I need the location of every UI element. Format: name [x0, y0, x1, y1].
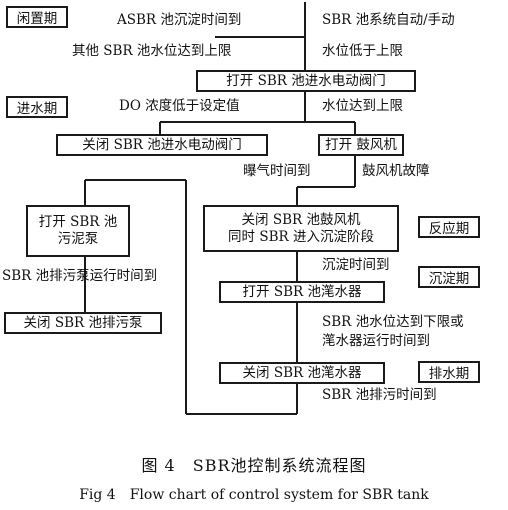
phase-reaction: 反应期	[418, 216, 480, 238]
condition-settling-time-reached: 沉淀时间到	[322, 257, 390, 273]
condition-aeration-time-reached: 曝气时间到	[243, 163, 311, 179]
condition-sludge-pump-time-reached: SBR 池排污泵运行时间到	[2, 268, 158, 284]
box-open-inlet-valve: 打开 SBR 池进水电动阀门	[196, 70, 416, 92]
box-close-decanter: 关闭 SBR 池滗水器	[219, 362, 385, 384]
condition-level-lower-or-1: SBR 池水位达到下限或	[322, 314, 464, 330]
box-close-sludge-pump-label: 关闭 SBR 池排污泵	[23, 314, 143, 331]
condition-sbr-discharge-time-reached: SBR 池排污时间到	[322, 387, 437, 403]
figure-caption-english: Fig 4 Flow chart of control system for S…	[79, 487, 429, 503]
condition-level-below-upper: 水位低于上限	[322, 43, 403, 59]
condition-level-lower-or-2: 滗水器运行时间到	[322, 333, 430, 349]
box-open-decanter: 打开 SBR 池滗水器	[219, 281, 385, 303]
condition-sbr-auto-manual: SBR 池系统自动/手动	[322, 12, 455, 28]
box-close-decanter-label: 关闭 SBR 池滗水器	[242, 364, 362, 381]
condition-other-sbr-level-upper: 其他 SBR 池水位达到上限	[72, 43, 232, 59]
box-open-blower: 打开 鼓风机	[318, 134, 404, 156]
box-open-inlet-valve-label: 打开 SBR 池进水电动阀门	[226, 72, 386, 89]
box-close-blower: 关闭 SBR 池鼓风机 同时 SBR 进入沉淀阶段	[203, 205, 399, 252]
box-close-inlet-valve: 关闭 SBR 池进水电动阀门	[56, 134, 268, 156]
box-open-blower-label: 打开 鼓风机	[325, 136, 397, 153]
phase-decant: 排水期	[418, 361, 480, 383]
condition-do-below-setpoint: DO 浓度低于设定值	[119, 98, 240, 114]
box-close-sludge-pump: 关闭 SBR 池排污泵	[4, 312, 162, 334]
box-close-inlet-valve-label: 关闭 SBR 池进水电动阀门	[82, 136, 242, 153]
figure-caption-chinese: 图 4 SBR池控制系统流程图	[141, 456, 367, 475]
condition-blower-fault: 鼓风机故障	[362, 163, 430, 179]
box-open-sludge-pump-line1: 打开 SBR 池	[38, 214, 118, 230]
phase-settling: 沉淀期	[418, 266, 480, 288]
box-open-sludge-pump: 打开 SBR 池 污泥泵	[26, 205, 130, 257]
phase-idle: 闲置期	[6, 6, 68, 28]
phase-inflow: 进水期	[6, 96, 68, 118]
box-close-blower-line1: 关闭 SBR 池鼓风机	[241, 211, 361, 228]
box-open-decanter-label: 打开 SBR 池滗水器	[242, 283, 362, 300]
box-open-sludge-pump-line2: 污泥泵	[57, 231, 99, 247]
condition-level-reached-upper: 水位达到上限	[322, 98, 403, 114]
condition-asbr-settle-done: ASBR 池沉淀时间到	[117, 12, 242, 28]
box-close-blower-line2: 同时 SBR 进入沉淀阶段	[228, 228, 374, 245]
